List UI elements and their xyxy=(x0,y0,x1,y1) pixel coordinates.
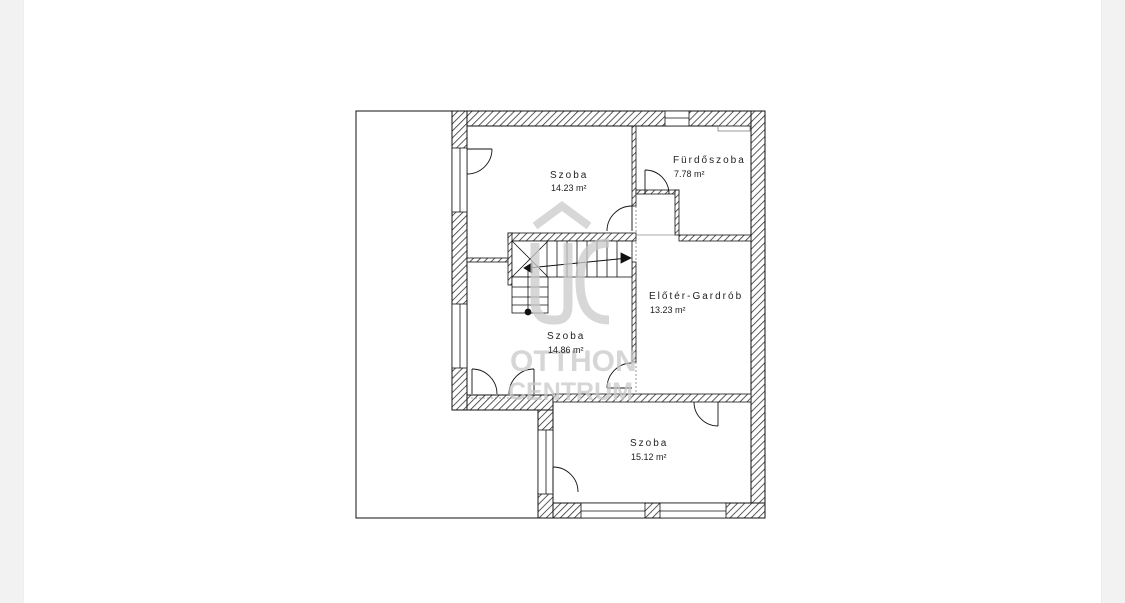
interior-walls xyxy=(466,125,752,403)
room-label-szoba-1: Szoba 14.23 m² xyxy=(550,170,588,193)
room-label-szoba-3: Szoba 15.12 m² xyxy=(630,438,668,462)
floorplan-drawing: OTTHON CENTRUM Szoba 14.23 m² Fürdőszoba… xyxy=(355,110,766,519)
watermark-otthon: OTTHON xyxy=(510,345,637,378)
terrace-outline xyxy=(355,110,538,519)
room-area: 7.78 m² xyxy=(674,169,705,179)
opening-lines xyxy=(467,125,751,399)
room-area: 14.86 m² xyxy=(548,345,584,355)
room-name: Szoba xyxy=(547,331,585,342)
room-name: Előtér-Gardrób xyxy=(649,291,743,302)
room-label-eloter-gardrob: Előtér-Gardrób 13.23 m² xyxy=(649,291,743,315)
room-name: Szoba xyxy=(630,438,668,449)
room-area: 15.12 m² xyxy=(631,452,667,462)
room-area: 14.23 m² xyxy=(551,183,587,193)
room-label-szoba-2: Szoba 14.86 m² xyxy=(547,331,585,355)
room-name: Fürdőszoba xyxy=(673,155,746,166)
watermark-centrum: CENTRUM xyxy=(508,378,633,406)
doors xyxy=(466,148,719,493)
windows xyxy=(451,110,727,519)
room-area: 13.23 m² xyxy=(650,305,686,315)
oc-house-logo-icon xyxy=(530,201,610,325)
exterior-walls xyxy=(451,110,766,519)
room-label-furdoszoba: Fürdőszoba 7.78 m² xyxy=(673,155,746,179)
floorplan-page: OTTHON CENTRUM Szoba 14.23 m² Fürdőszoba… xyxy=(24,0,1101,603)
room-name: Szoba xyxy=(550,170,588,181)
otthon-centrum-watermark: OTTHON CENTRUM xyxy=(508,201,637,406)
